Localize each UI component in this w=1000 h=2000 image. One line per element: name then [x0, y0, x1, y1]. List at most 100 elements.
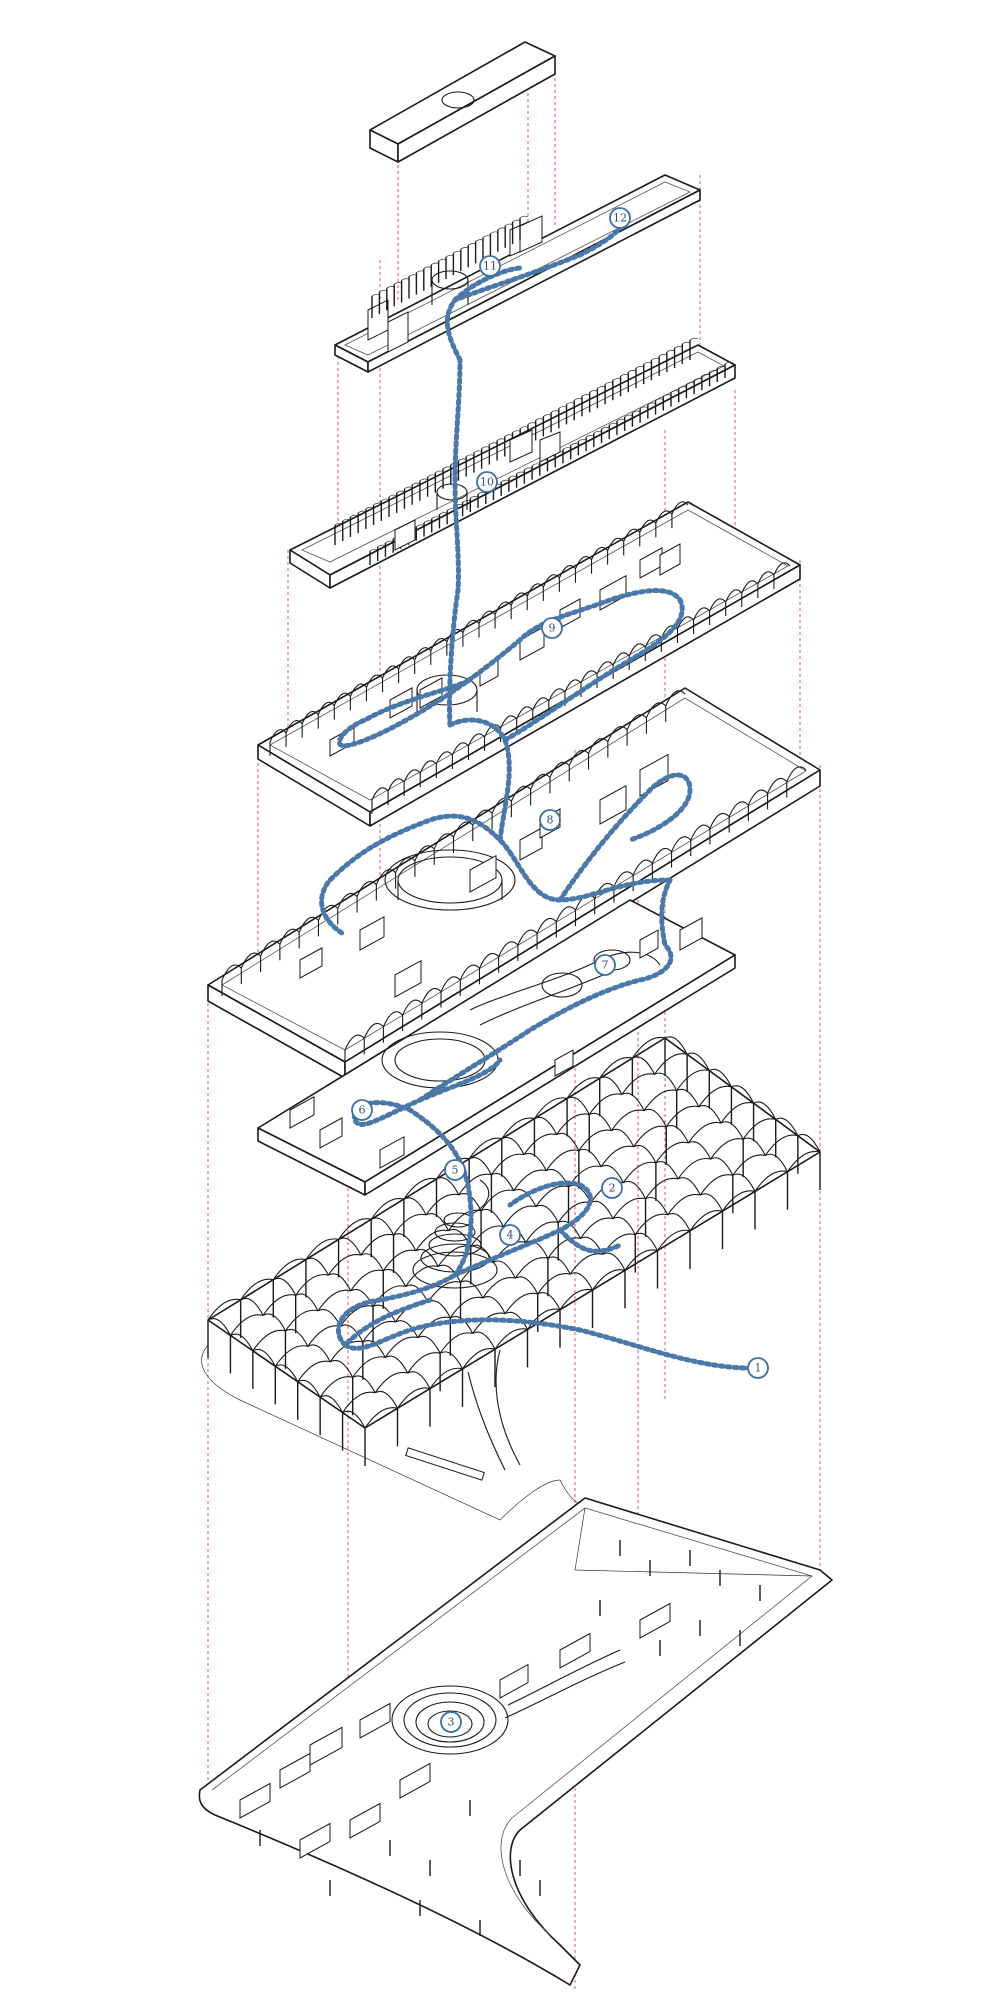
- column-cap: [435, 470, 444, 474]
- column-cap: [473, 450, 483, 453]
- route-marker-10: 10: [476, 471, 498, 493]
- room-block: [359, 1702, 391, 1739]
- route-marker-8: 8: [539, 809, 561, 831]
- route-marker-label: 3: [448, 1716, 455, 1729]
- vault-rib-column: [403, 1197, 561, 1310]
- room-block: [299, 947, 323, 979]
- route-marker-3: 3: [440, 1711, 462, 1733]
- room-block: [519, 625, 545, 661]
- route-marker-7: 7: [594, 954, 616, 976]
- room-block: [599, 784, 627, 825]
- column-cap: [465, 454, 475, 457]
- room-block: [394, 959, 422, 998]
- column-cap: [724, 361, 734, 365]
- route-marker-9: 9: [541, 617, 563, 639]
- room-block: [499, 1663, 529, 1699]
- route-marker-circle: [539, 809, 561, 831]
- room-block: [639, 753, 669, 797]
- ground-bench: [405, 1447, 485, 1481]
- column-cap: [566, 402, 575, 405]
- column-cap: [520, 426, 529, 429]
- vault-rib-column: [664, 1036, 821, 1153]
- vault-rib-row: [274, 1085, 732, 1367]
- room-block: [639, 929, 659, 959]
- column-cap: [550, 410, 560, 413]
- route-marker-6: 6: [351, 1099, 373, 1121]
- route-marker-label: 9: [549, 622, 556, 635]
- room-block: [279, 1752, 311, 1789]
- arch-row: [344, 766, 807, 1066]
- column-cap: [558, 406, 567, 409]
- column-cap: [527, 422, 537, 425]
- column-cap: [666, 349, 676, 353]
- route-marker-label: 1: [755, 1362, 762, 1375]
- level-roof: [369, 41, 556, 163]
- column-cap: [481, 446, 490, 449]
- column-cap: [604, 382, 614, 385]
- route-marker-label: 8: [547, 814, 554, 827]
- arch-row: [221, 690, 686, 996]
- column-cap: [535, 418, 544, 421]
- circulation-route: [319, 207, 761, 1371]
- vault-rib-column: [207, 1318, 366, 1429]
- route-marker-label: 7: [602, 959, 609, 972]
- column-cap: [651, 357, 660, 361]
- level-11-columns: [371, 215, 529, 318]
- column-cap: [635, 366, 645, 369]
- level-6-rooms: [289, 917, 703, 1169]
- vault-rib-column: [468, 1157, 626, 1271]
- room-block: [299, 1822, 331, 1859]
- level-8-arches: [221, 690, 807, 1066]
- route-marker-circle: [476, 471, 498, 493]
- column-cap: [574, 398, 583, 401]
- route-marker-11: 11: [479, 255, 501, 277]
- room-block: [659, 543, 681, 576]
- column-cap: [628, 370, 637, 373]
- route-marker-2: 2: [601, 1177, 623, 1199]
- level-6-7: [257, 899, 736, 1196]
- room-block: [239, 1782, 271, 1819]
- vault-rib-column: [370, 1217, 528, 1330]
- level-9: [257, 501, 801, 827]
- column-cap: [512, 430, 521, 433]
- column-cap: [442, 466, 452, 469]
- room-block: [559, 1632, 591, 1669]
- room-block: [379, 1135, 405, 1169]
- column-cap: [489, 442, 498, 445]
- vault-rib-row: [229, 1053, 688, 1336]
- route-marker-label: 6: [359, 1104, 366, 1117]
- route-marker-label: 4: [507, 1229, 514, 1242]
- basement-rooms: [239, 1602, 671, 1859]
- level-8-oval-void: [384, 849, 516, 911]
- route-marker-circle: [594, 954, 616, 976]
- column-cap: [689, 337, 699, 341]
- column-cap: [658, 353, 668, 357]
- route-marker-circle: [601, 1177, 623, 1199]
- column-cap: [682, 341, 691, 345]
- room-block: [469, 854, 497, 893]
- column-cap: [589, 390, 598, 393]
- route-marker-circle: [747, 1357, 769, 1379]
- column-cap: [458, 458, 467, 461]
- route-marker-12: 12: [609, 207, 631, 229]
- route-marker-label: 5: [452, 1164, 459, 1177]
- route-marker-circle: [479, 255, 501, 277]
- room-block: [309, 1726, 343, 1766]
- route-marker-label: 2: [609, 1182, 616, 1195]
- vault-rib-column: [240, 1297, 398, 1409]
- route-marker-circle: [444, 1159, 466, 1181]
- room-block: [639, 1602, 671, 1639]
- roof-skylight: [441, 91, 475, 109]
- column-cap: [643, 361, 652, 365]
- room-block: [349, 1802, 381, 1839]
- room-block: [399, 1762, 431, 1799]
- vault-rib-row: [319, 1118, 776, 1398]
- room-block: [359, 915, 385, 951]
- vault-rib-column: [338, 1237, 496, 1350]
- route-marker-label: 11: [483, 260, 497, 273]
- level-11-12: [334, 174, 701, 373]
- vault-rib-column: [501, 1136, 658, 1251]
- room-block: [519, 827, 543, 861]
- route-marker-label: 10: [480, 476, 494, 489]
